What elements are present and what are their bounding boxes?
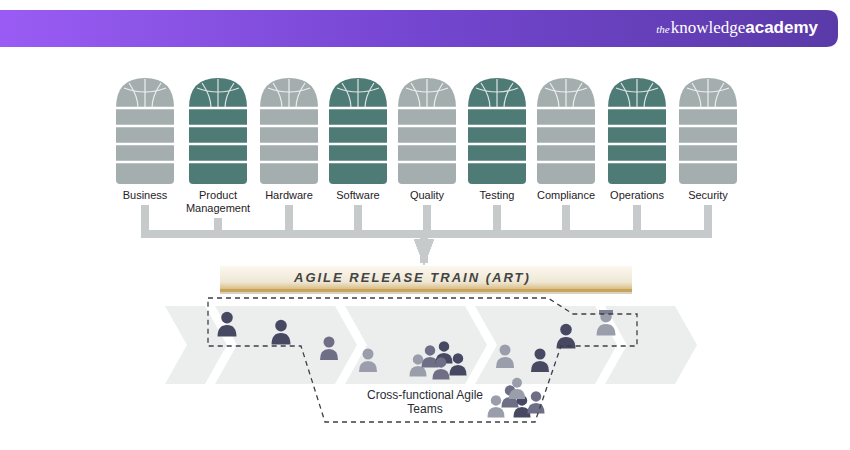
band-title: AGILE RELEASE TRAIN (ART) xyxy=(294,270,531,285)
silo-label: Operations xyxy=(601,189,673,202)
logo-text: knowledge xyxy=(671,18,746,38)
merge-connector xyxy=(358,205,424,263)
person-icon xyxy=(320,337,338,361)
person-icon xyxy=(557,324,576,349)
silo-label: Product Management xyxy=(182,189,254,215)
cylinder-shape xyxy=(461,77,533,185)
silo-cylinder: Quality xyxy=(391,77,463,202)
cylinder-shape xyxy=(253,77,325,185)
chevron-shape xyxy=(475,306,617,384)
chevron-shape xyxy=(345,306,487,384)
silo-label: Compliance xyxy=(530,189,602,202)
silo-cylinder: Software xyxy=(322,77,394,202)
logo-text: the xyxy=(656,23,669,35)
merge-connector xyxy=(289,205,424,263)
release-train-band: AGILE RELEASE TRAIN (ART) xyxy=(220,266,632,292)
silo-label: Testing xyxy=(461,189,533,202)
person-icon xyxy=(432,357,449,379)
silo-cylinder: Testing xyxy=(461,77,533,202)
region-label: Cross-functional Agile Teams xyxy=(365,388,485,416)
silo-cylinder: Product Management xyxy=(182,77,254,215)
cylinder-shape xyxy=(182,77,254,185)
chevron-shape xyxy=(215,306,357,384)
silo-cylinder: Security xyxy=(672,77,744,202)
header-banner xyxy=(0,10,838,47)
person-icon xyxy=(531,349,549,373)
person-icon xyxy=(509,378,525,399)
silo-cylinder: Hardware xyxy=(253,77,325,202)
silo-label: Business xyxy=(109,189,181,202)
cylinder-shape xyxy=(322,77,394,185)
person-icon xyxy=(272,320,291,345)
cylinder-shape xyxy=(391,77,463,185)
chevron-shape xyxy=(605,306,697,384)
person-icon xyxy=(359,349,377,373)
person-icon xyxy=(527,391,544,413)
logo-text: academy xyxy=(745,18,818,38)
silo-label: Software xyxy=(322,189,394,202)
cylinder-shape xyxy=(601,77,673,185)
cylinder-shape xyxy=(109,77,181,185)
person-icon xyxy=(496,345,514,369)
team-people-icons xyxy=(218,310,616,418)
chevron-shape xyxy=(165,306,227,384)
silo-cylinder: Operations xyxy=(601,77,673,202)
silo-label: Quality xyxy=(391,189,463,202)
silo-cylinder: Business xyxy=(109,77,181,202)
silo-label: Hardware xyxy=(253,189,325,202)
silo-label: Security xyxy=(672,189,744,202)
cylinder-shape xyxy=(530,77,602,185)
person-icon xyxy=(421,345,438,367)
merge-connector xyxy=(424,205,708,263)
silo-cylinder: Compliance xyxy=(530,77,602,202)
flow-chevrons xyxy=(165,306,697,384)
brand-logo: theknowledgeacademy xyxy=(656,18,818,38)
person-icon xyxy=(449,353,466,375)
person-icon xyxy=(218,312,237,337)
team-region: Cross-functional Agile Teams xyxy=(205,294,645,428)
cylinder-shape xyxy=(672,77,744,185)
merge-connector xyxy=(218,218,424,263)
